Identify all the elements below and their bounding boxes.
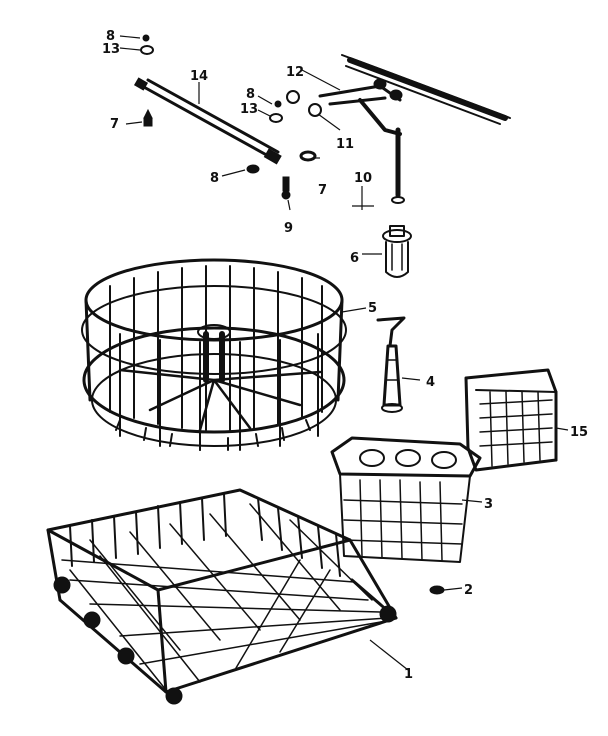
clip-2 bbox=[429, 585, 445, 595]
wheel-front bbox=[117, 647, 135, 665]
label-7-left: 7 bbox=[110, 117, 119, 132]
label-4: 4 bbox=[426, 375, 435, 390]
hardware-8-low bbox=[246, 164, 260, 174]
label-9: 9 bbox=[284, 221, 293, 236]
wheel-front-left bbox=[53, 576, 71, 594]
label-14: 14 bbox=[190, 69, 208, 84]
hardware-7-right bbox=[299, 150, 317, 162]
spray-arm-tube bbox=[133, 77, 282, 165]
hardware-8-mid bbox=[274, 100, 282, 108]
label-2: 2 bbox=[464, 583, 473, 598]
label-15: 15 bbox=[570, 425, 588, 440]
upper-basket-5 bbox=[81, 258, 347, 451]
hardware-13-top bbox=[140, 45, 154, 55]
leader-lines bbox=[119, 35, 569, 671]
wheel-right bbox=[379, 605, 397, 623]
bracket-12 bbox=[286, 78, 403, 136]
part-labels: 8 13 14 7 8 13 8 7 9 12 11 10 6 5 4 15 3… bbox=[102, 29, 588, 682]
label-3: 3 bbox=[484, 497, 493, 512]
hardware-8-top bbox=[142, 34, 150, 42]
hardware-9 bbox=[281, 176, 291, 200]
lower-rack-1 bbox=[46, 488, 398, 705]
pipe-10 bbox=[391, 127, 405, 204]
label-12: 12 bbox=[286, 65, 304, 80]
silverware-basket-3 bbox=[330, 436, 482, 563]
tower-4 bbox=[376, 316, 406, 413]
label-8-low: 8 bbox=[210, 171, 219, 186]
label-8-mid: 8 bbox=[246, 87, 255, 102]
wheel-back-front bbox=[165, 687, 183, 705]
hardware-7-left bbox=[143, 108, 153, 127]
label-11: 11 bbox=[336, 137, 354, 152]
label-8-top: 8 bbox=[106, 29, 115, 44]
nozzle-6 bbox=[382, 225, 412, 278]
label-13-mid: 13 bbox=[240, 102, 258, 117]
conduit-rail bbox=[341, 54, 511, 125]
small-basket-15 bbox=[464, 368, 558, 472]
label-6: 6 bbox=[350, 251, 359, 266]
label-13-top: 13 bbox=[102, 42, 120, 57]
nut-11 bbox=[308, 103, 322, 117]
label-5: 5 bbox=[368, 301, 377, 316]
label-7-right: 7 bbox=[318, 183, 327, 198]
wheel-mid-left bbox=[83, 611, 101, 629]
hardware-13-mid bbox=[269, 113, 283, 123]
label-10: 10 bbox=[354, 171, 372, 186]
label-1: 1 bbox=[404, 667, 413, 682]
